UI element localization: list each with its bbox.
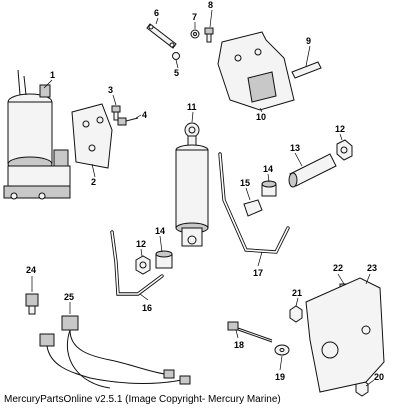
callout-25: 25 <box>64 292 74 302</box>
callout-13: 13 <box>290 143 300 153</box>
callout-8: 8 <box>208 0 213 10</box>
bracket-23[interactable] <box>305 277 385 393</box>
callout-1: 1 <box>50 70 55 80</box>
callout-3: 3 <box>108 85 113 95</box>
callout-22: 22 <box>333 263 343 273</box>
bracket-10[interactable] <box>217 31 295 111</box>
callout-18: 18 <box>234 340 244 350</box>
pin-9[interactable] <box>291 61 322 79</box>
shaft-13[interactable] <box>288 153 337 188</box>
callout-14-upper: 14 <box>263 164 273 174</box>
callout-6: 6 <box>154 8 159 18</box>
callout-5: 5 <box>174 68 179 78</box>
fitting-15[interactable] <box>243 199 263 217</box>
callout-11: 11 <box>187 102 197 112</box>
callout-9: 9 <box>306 36 311 46</box>
link-6[interactable] <box>146 23 177 49</box>
bolt-18[interactable] <box>227 321 273 343</box>
connector-24[interactable] <box>25 293 39 315</box>
pump-motor-assembly[interactable] <box>3 69 71 200</box>
bushing-14-upper[interactable] <box>261 180 277 197</box>
callout-15: 15 <box>240 178 250 188</box>
screw-3[interactable] <box>111 105 121 121</box>
nut-21[interactable] <box>289 305 303 323</box>
callout-16: 16 <box>142 303 152 313</box>
callout-24: 24 <box>26 265 36 275</box>
hose-17[interactable] <box>218 152 290 254</box>
washer-5[interactable] <box>172 52 180 60</box>
callout-19: 19 <box>275 372 285 382</box>
washer-19[interactable] <box>274 344 290 356</box>
callout-10: 10 <box>256 112 266 122</box>
copyright-footer: MercuryPartsOnline v2.5.1 (Image Copyrig… <box>4 394 281 405</box>
nut-12-upper[interactable] <box>336 139 353 161</box>
mounting-plate[interactable] <box>71 103 113 169</box>
callout-12-lower: 12 <box>136 239 146 249</box>
callout-14-lower: 14 <box>155 226 165 236</box>
nut-12-lower[interactable] <box>135 255 151 275</box>
wiring-harness[interactable] <box>39 315 191 389</box>
callout-17: 17 <box>253 268 263 278</box>
screw-8[interactable] <box>204 27 214 43</box>
leader-lines <box>31 9 375 387</box>
callout-2: 2 <box>91 177 96 187</box>
callout-21: 21 <box>292 288 302 298</box>
screw-4[interactable] <box>117 117 139 126</box>
hose-16[interactable] <box>110 230 164 296</box>
washer-7[interactable] <box>190 29 200 39</box>
callouts: 1 2 3 4 5 6 7 8 9 10 11 12 12 13 14 14 1… <box>26 0 384 382</box>
callout-23: 23 <box>367 263 377 273</box>
callout-7: 7 <box>192 12 197 22</box>
hydraulic-cylinder[interactable] <box>175 122 209 247</box>
bushing-14-lower[interactable] <box>155 250 173 269</box>
callout-12-upper: 12 <box>335 124 345 134</box>
callout-20: 20 <box>374 372 384 382</box>
callout-4: 4 <box>142 110 147 120</box>
